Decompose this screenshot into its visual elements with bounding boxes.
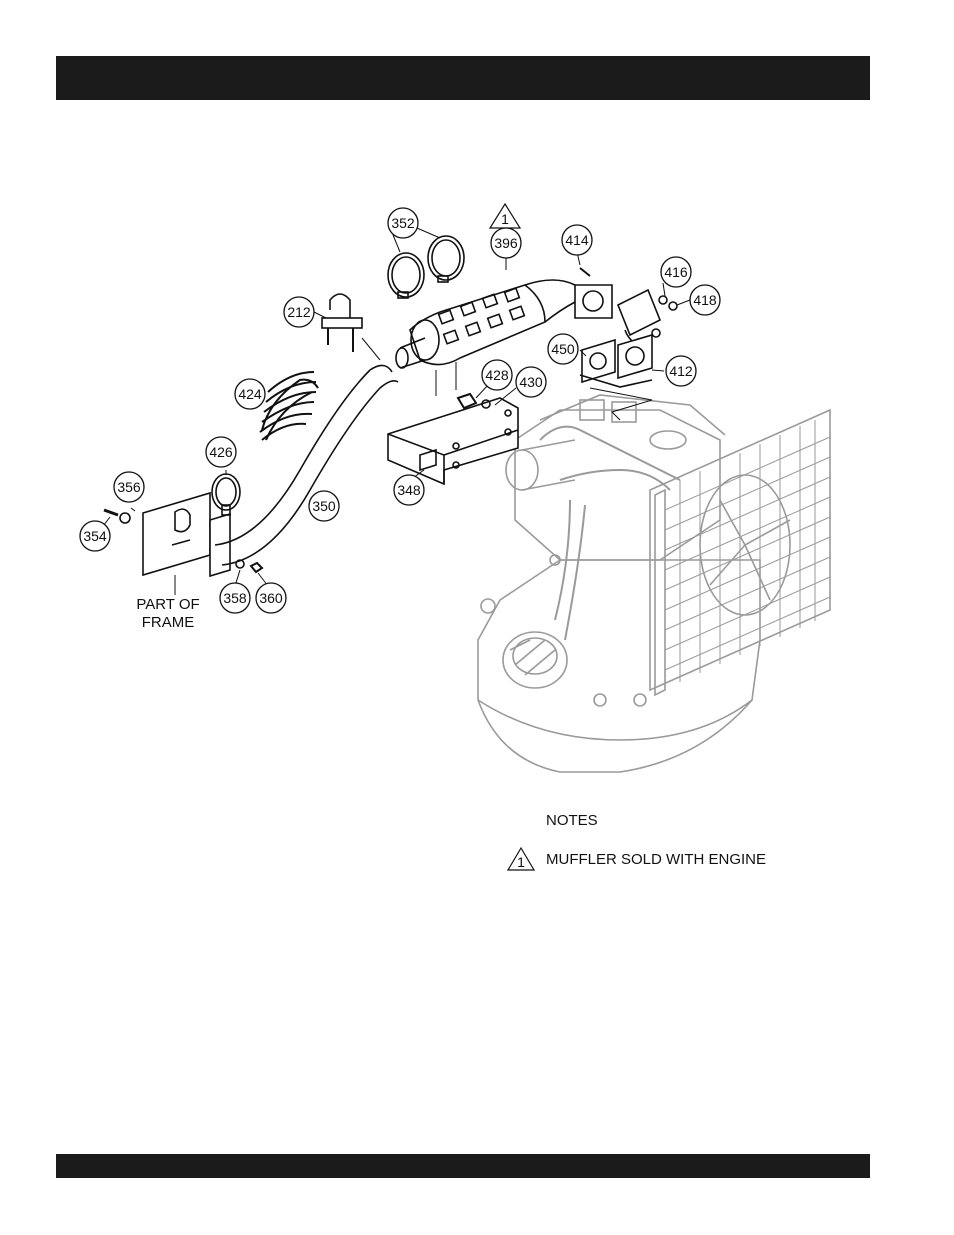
svg-text:418: 418 [693, 292, 717, 308]
warning-triangle-icon: 1 [506, 846, 536, 872]
callout-356: 356 [114, 472, 144, 502]
flex-hose [260, 372, 318, 440]
svg-text:352: 352 [391, 215, 415, 231]
svg-text:350: 350 [312, 498, 336, 514]
muffler-clamp-right [428, 236, 464, 280]
svg-text:428: 428 [485, 367, 509, 383]
callout-450: 450 [548, 334, 578, 364]
callout-358: 358 [220, 583, 250, 613]
svg-text:412: 412 [669, 363, 693, 379]
svg-text:426: 426 [209, 444, 233, 460]
footer-bar [56, 1154, 870, 1178]
callout-354: 354 [80, 521, 110, 551]
callout-426: 426 [206, 437, 236, 467]
callout-412: 412 [666, 356, 696, 386]
u-bolt [330, 294, 350, 318]
callout-416: 416 [661, 257, 691, 287]
svg-text:358: 358 [223, 590, 247, 606]
note-text: MUFFLER SOLD WITH ENGINE [546, 851, 766, 868]
svg-text:424: 424 [238, 386, 262, 402]
callout-424: 424 [235, 379, 265, 409]
svg-text:1: 1 [517, 854, 525, 870]
svg-text:416: 416 [664, 264, 688, 280]
callout-360: 360 [256, 583, 286, 613]
callout-350: 350 [309, 491, 339, 521]
frame-label-line1: PART OF [136, 596, 199, 613]
warning-triangle-mark: 1 [501, 211, 509, 227]
exhaust-flange [575, 285, 612, 318]
frame-label-line2: FRAME [142, 614, 195, 631]
callout-430: 430 [516, 367, 546, 397]
notes-title: NOTES [546, 812, 666, 829]
svg-text:354: 354 [83, 528, 107, 544]
callout-352: 352 [388, 208, 418, 238]
svg-text:212: 212 [287, 304, 311, 320]
note-item: 1 MUFFLER SOLD WITH ENGINE [506, 846, 806, 870]
callout-348: 348 [394, 475, 424, 505]
svg-text:450: 450 [551, 341, 575, 357]
muffler-clamp-left [388, 253, 424, 297]
svg-text:356: 356 [117, 479, 141, 495]
exhaust-gasket [582, 340, 615, 382]
svg-text:430: 430 [519, 374, 543, 390]
svg-text:360: 360 [259, 590, 283, 606]
muffler [396, 280, 575, 368]
callout-212: 212 [284, 297, 314, 327]
engine-illustration [478, 395, 830, 772]
exhaust-elbow [618, 290, 660, 335]
frame-plate [143, 493, 210, 575]
callout-418: 418 [690, 285, 720, 315]
svg-text:396: 396 [494, 235, 518, 251]
svg-text:414: 414 [565, 232, 589, 248]
svg-text:348: 348 [397, 482, 421, 498]
callout-396: 396 [491, 228, 521, 258]
callout-414: 414 [562, 225, 592, 255]
callout-428: 428 [482, 360, 512, 390]
